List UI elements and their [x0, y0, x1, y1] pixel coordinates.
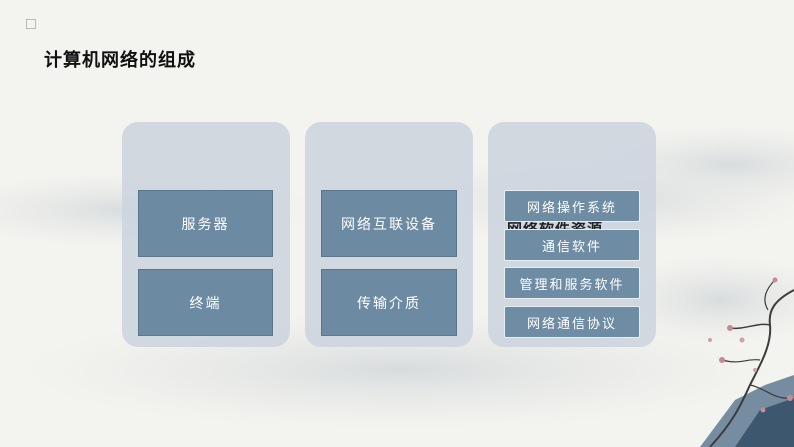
panel-hardware: 服务器 终端: [122, 122, 290, 347]
panel-connection: 网络互联设备 传输介质: [305, 122, 473, 347]
box-terminal: 终端: [138, 269, 273, 336]
box-communication-software: 通信软件: [504, 229, 640, 261]
box-management-service-software: 管理和服务软件: [504, 267, 640, 299]
box-network-protocol: 网络通信协议: [504, 306, 640, 338]
hidden-software-label: 网络软件资源: [507, 220, 604, 230]
panel-software: 网络软件资源 网络操作系统 通信软件 管理和服务软件 网络通信协议: [488, 122, 656, 347]
decorative-square: [26, 19, 36, 29]
slide-title: 计算机网络的组成: [44, 50, 196, 71]
box-server: 服务器: [138, 190, 273, 257]
plum-blossom-branch-illustration: [708, 277, 794, 447]
box-transmission-medium: 传输介质: [321, 269, 457, 336]
box-interconnect-device: 网络互联设备: [321, 190, 457, 257]
box-network-os: 网络操作系统: [504, 190, 640, 222]
